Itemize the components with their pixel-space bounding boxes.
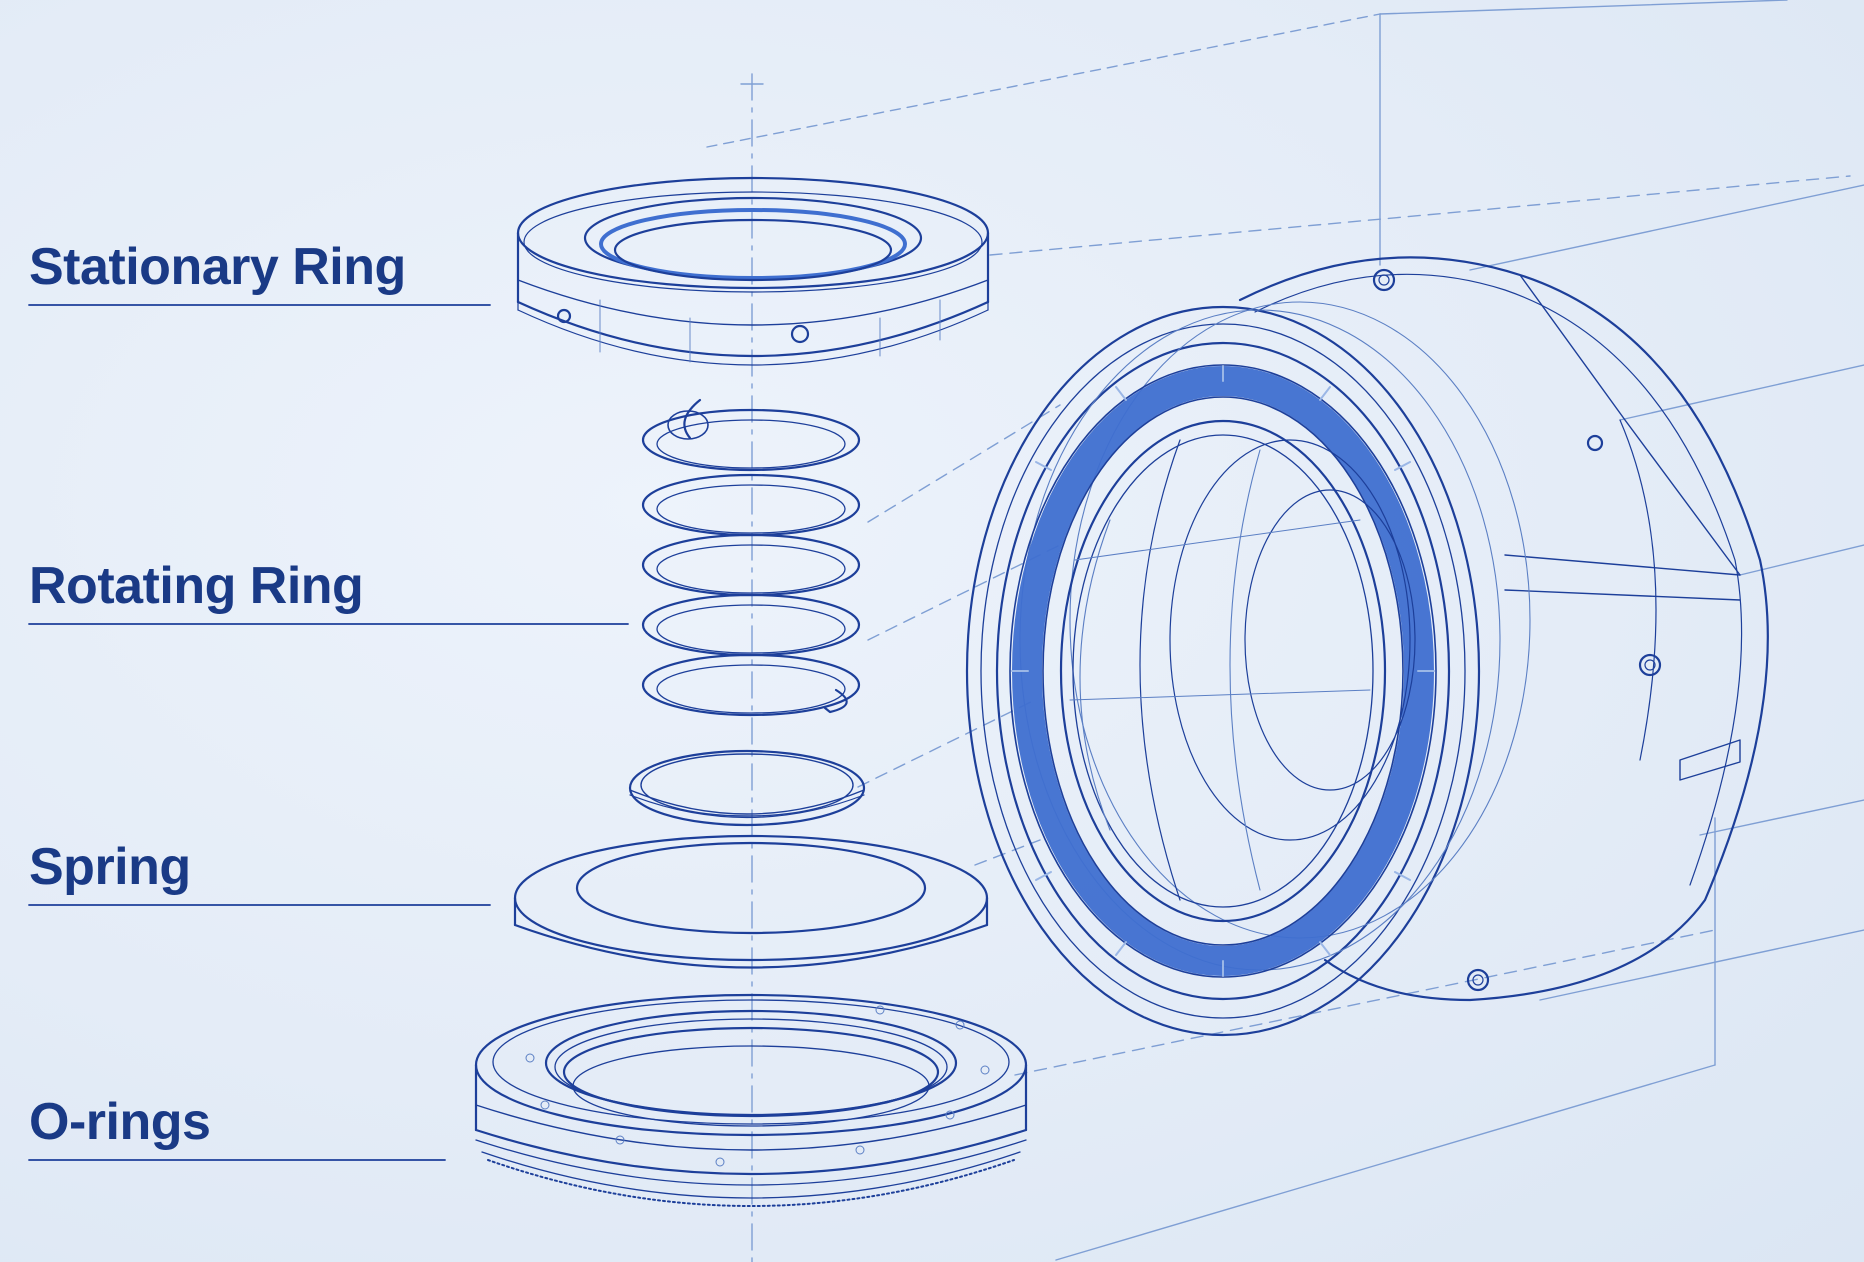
assembled-seal [965,256,1769,1037]
stationary-ring-part [516,176,990,366]
flat-washer-part [513,834,989,969]
construction-lines [706,0,1864,1262]
label-o-rings: O-rings [29,1093,211,1151]
label-spring: Spring [29,838,191,896]
leader-lines [28,304,629,1161]
o-rings-part [474,993,1028,1207]
label-rotating-ring: Rotating Ring [29,557,364,615]
spring-part [641,398,861,717]
label-stationary-ring: Stationary Ring [29,238,406,296]
highlight-seal-band [1012,366,1434,976]
rotating-ring-part [628,749,866,827]
